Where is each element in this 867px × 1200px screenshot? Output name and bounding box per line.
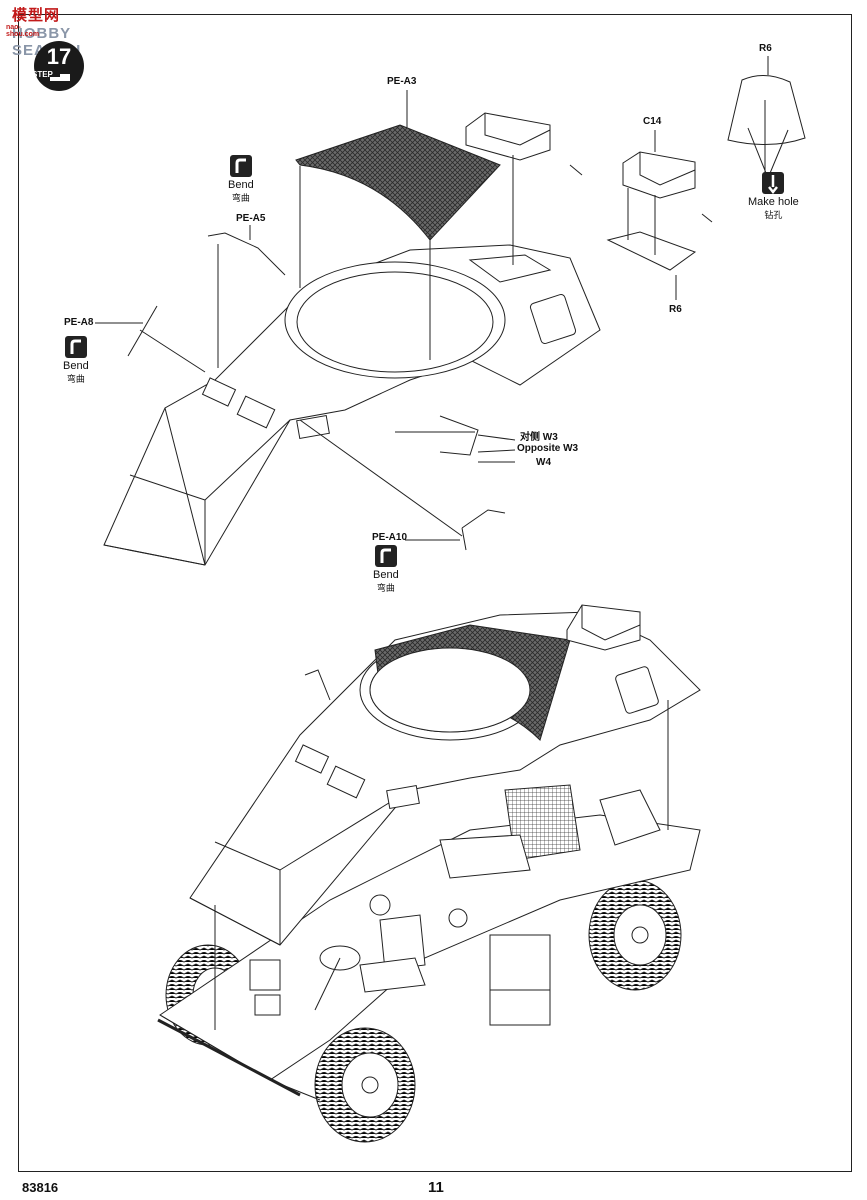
- make-hole-en: Make hole: [748, 196, 799, 208]
- watermark-brand-a: 模型: [12, 7, 45, 24]
- label-c14: C14: [643, 116, 662, 127]
- upper-hull-exploded: [95, 56, 806, 566]
- bend-2-en: Bend: [63, 360, 89, 372]
- label-r6-top: R6: [759, 43, 772, 54]
- note-bend-3: Bend 弯曲: [373, 545, 399, 594]
- step-word: STEP: [32, 70, 53, 79]
- bend-icon: [229, 155, 252, 177]
- bend-2-cn: 弯曲: [66, 374, 85, 384]
- step-number: 17: [46, 44, 72, 69]
- drill-icon: [762, 172, 785, 195]
- label-w4: W4: [536, 457, 551, 468]
- label-pe-a5: PE-A5: [236, 213, 266, 224]
- bend-1-cn: 弯曲: [231, 193, 250, 203]
- note-bend-1: Bend 弯曲: [228, 155, 254, 204]
- bend-icon: [64, 336, 87, 358]
- label-pe-a10: PE-A10: [372, 532, 408, 543]
- bend-1-en: Bend: [228, 179, 254, 191]
- note-make-hole: Make hole 钻孔: [748, 172, 799, 221]
- make-hole-cn: 钻孔: [764, 210, 783, 220]
- vehicle-assembled: [157, 604, 701, 1143]
- bend-3-en: Bend: [373, 569, 399, 581]
- bend-icon: [374, 545, 397, 567]
- watermark-brand-b: 网: [44, 7, 61, 24]
- label-opposite-cn: 对侧 W3: [520, 432, 558, 443]
- label-pe-a8: PE-A8: [64, 317, 94, 328]
- bend-3-cn: 弯曲: [376, 583, 395, 593]
- label-opposite-en: Opposite W3: [517, 443, 579, 454]
- page-frame: [18, 14, 852, 1172]
- step-badge: 17 STEP: [30, 40, 88, 92]
- label-r6-bottom: R6: [669, 304, 682, 315]
- label-pe-a3: PE-A3: [387, 76, 417, 87]
- page-number: 11: [428, 1179, 444, 1196]
- watermark-url: nao-shou.com: [6, 24, 40, 38]
- product-code: 83816: [22, 1180, 59, 1195]
- step-badge-shape: [34, 41, 84, 91]
- note-bend-2: Bend 弯曲: [63, 336, 89, 385]
